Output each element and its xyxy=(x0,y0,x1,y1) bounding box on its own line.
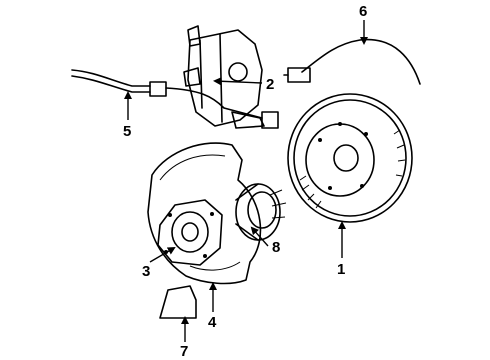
brake-rotor xyxy=(287,93,413,223)
callout-8: 8 xyxy=(272,239,280,256)
callout-1: 1 xyxy=(337,261,345,278)
callout-3: 3 xyxy=(142,263,150,280)
callouts: 1 2 3 4 5 6 7 8 xyxy=(123,3,367,360)
leader-2 xyxy=(213,77,263,86)
brake-caliper xyxy=(183,25,265,129)
splash-shield xyxy=(147,142,262,319)
callout-7: 7 xyxy=(180,343,188,360)
hub-bearing-assembly xyxy=(157,183,287,266)
leader-lines xyxy=(124,20,368,342)
callout-4: 4 xyxy=(208,314,217,331)
leader-3 xyxy=(149,246,176,263)
leader-8 xyxy=(250,226,269,247)
callout-6: 6 xyxy=(359,3,367,20)
brake-hose xyxy=(71,69,279,129)
callout-2: 2 xyxy=(266,76,274,93)
callout-5: 5 xyxy=(123,123,131,140)
abs-sensor-wire xyxy=(283,38,421,85)
